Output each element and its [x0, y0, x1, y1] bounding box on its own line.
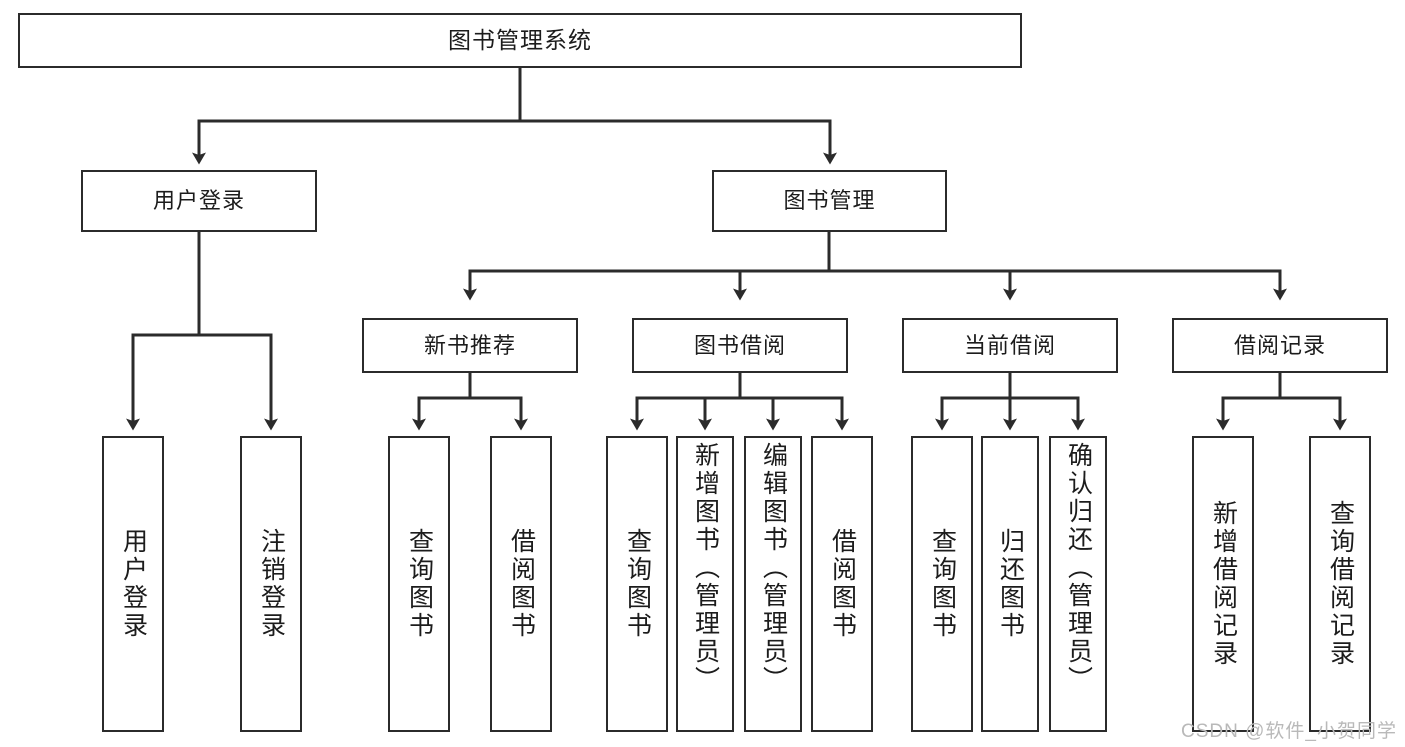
node-root-library-management-system[interactable]: 图书管理系统	[18, 13, 1022, 68]
node-label: 借阅记录	[1233, 332, 1326, 358]
leaf-user-login[interactable]: 用户登录	[102, 436, 164, 732]
node-label: 图书管理	[783, 188, 876, 214]
leaf-query-borrow-record[interactable]: 查询借阅记录	[1309, 436, 1371, 732]
node-book-management[interactable]: 图书管理	[712, 170, 947, 232]
node-current-borrowing[interactable]: 当前借阅	[902, 318, 1118, 373]
node-label: 图书管理系统	[448, 27, 592, 54]
node-label: 注销登录	[257, 528, 286, 640]
leaf-query-book-current[interactable]: 查询图书	[911, 436, 973, 732]
node-label: 借阅图书	[828, 528, 857, 640]
leaf-borrow-book-newbook[interactable]: 借阅图书	[490, 436, 552, 732]
node-label: 用户登录	[119, 528, 148, 640]
node-label: 用户登录	[152, 188, 245, 214]
leaf-query-book-borrow[interactable]: 查询图书	[606, 436, 668, 732]
node-book-borrowing[interactable]: 图书借阅	[632, 318, 848, 373]
node-label: 查询图书	[405, 528, 434, 640]
node-label: 确认归还（管理员）	[1064, 442, 1093, 694]
node-borrow-records[interactable]: 借阅记录	[1172, 318, 1388, 373]
node-new-book-recommendation[interactable]: 新书推荐	[362, 318, 578, 373]
leaf-confirm-return-admin[interactable]: 确认归还（管理员）	[1049, 436, 1107, 732]
leaf-borrow-book[interactable]: 借阅图书	[811, 436, 873, 732]
node-label: 新增图书（管理员）	[691, 442, 720, 694]
leaf-return-book[interactable]: 归还图书	[981, 436, 1039, 732]
leaf-add-book-admin[interactable]: 新增图书（管理员）	[676, 436, 734, 732]
leaf-add-borrow-record[interactable]: 新增借阅记录	[1192, 436, 1254, 732]
node-label: 借阅图书	[507, 528, 536, 640]
node-label: 当前借阅	[963, 332, 1056, 358]
leaf-edit-book-admin[interactable]: 编辑图书（管理员）	[744, 436, 802, 732]
node-user-login[interactable]: 用户登录	[81, 170, 317, 232]
node-label: 查询借阅记录	[1326, 500, 1355, 668]
leaf-query-book-newbook[interactable]: 查询图书	[388, 436, 450, 732]
leaf-logout[interactable]: 注销登录	[240, 436, 302, 732]
node-label: 归还图书	[996, 528, 1025, 640]
node-label: 编辑图书（管理员）	[759, 442, 788, 694]
node-label: 查询图书	[623, 528, 652, 640]
node-label: 新书推荐	[423, 332, 516, 358]
node-label: 查询图书	[928, 528, 957, 640]
node-label: 图书借阅	[693, 332, 786, 358]
node-label: 新增借阅记录	[1209, 500, 1238, 668]
